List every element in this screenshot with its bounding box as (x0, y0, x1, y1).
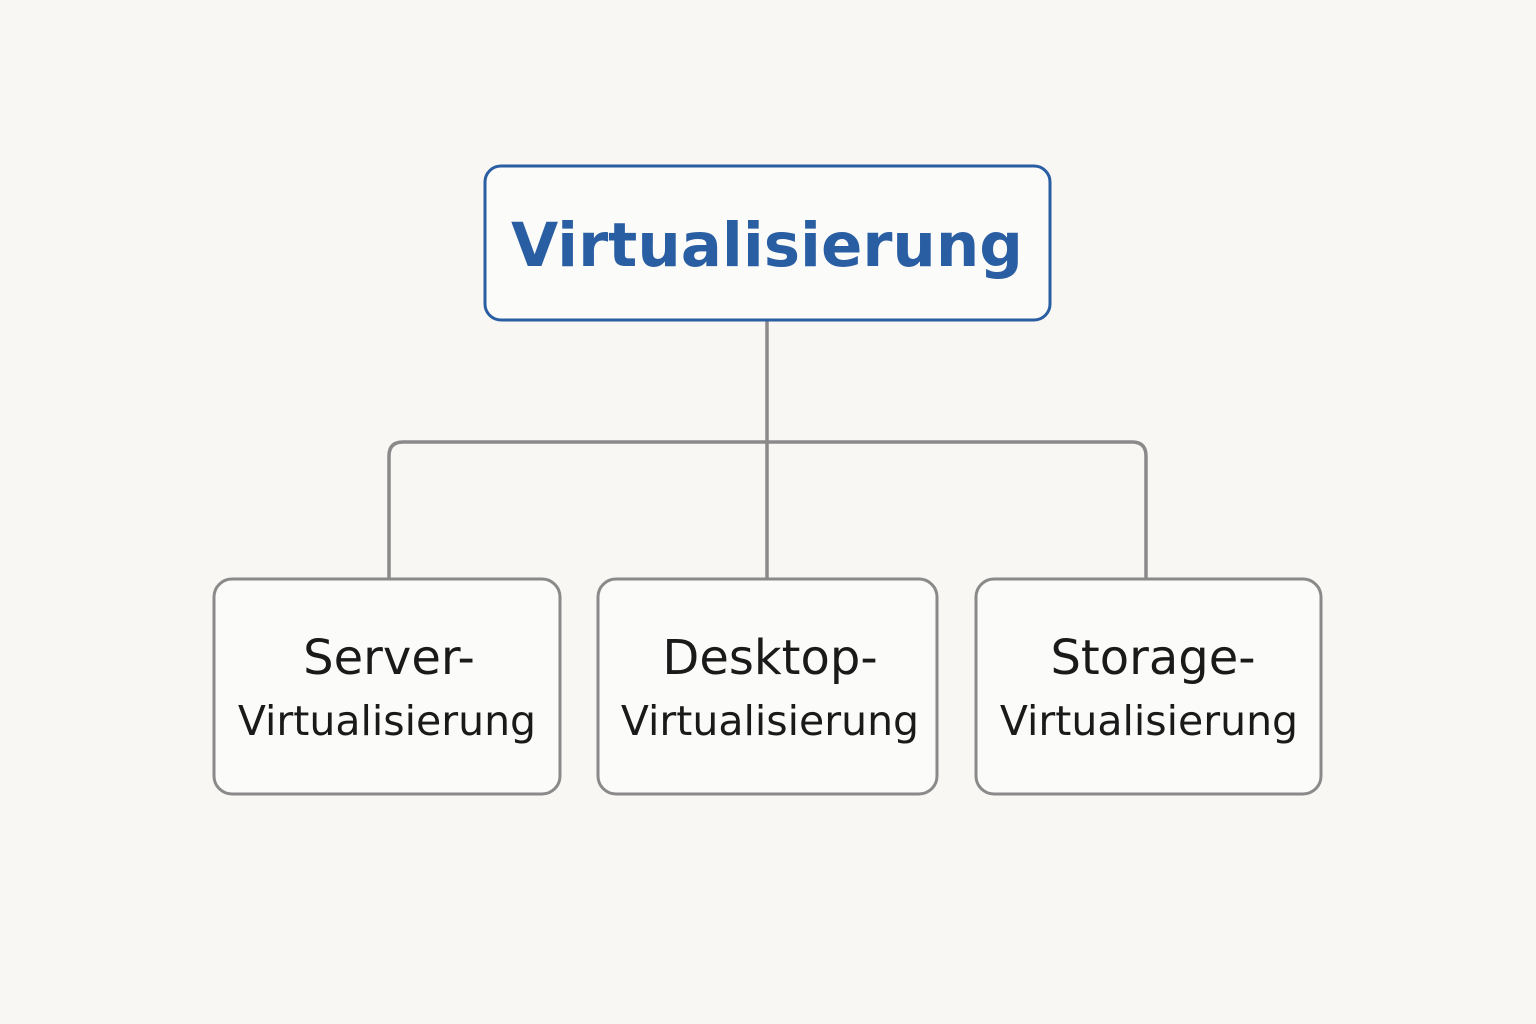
root-node: Virtualisierung (483, 164, 1052, 322)
child-node-title: Desktop- (662, 630, 877, 686)
child-node-desktop: Desktop- Virtualisierung (596, 577, 939, 796)
child-node-subtitle: Virtualisierung (238, 697, 536, 745)
connector-horizontal-bar (387, 440, 1148, 580)
child-node-box (596, 577, 939, 796)
child-node-box (974, 577, 1323, 796)
root-node-label: Virtualisierung (511, 210, 1023, 281)
root-node-box (483, 164, 1052, 322)
child-node-server: Server- Virtualisierung (212, 577, 562, 796)
child-node-title: Server- (303, 630, 475, 686)
connectors (387, 318, 1148, 580)
child-node-title: Storage- (1050, 630, 1255, 686)
child-node-box (212, 577, 562, 796)
child-node-subtitle: Virtualisierung (621, 697, 919, 745)
child-node-subtitle: Virtualisierung (1000, 697, 1298, 745)
child-node-storage: Storage- Virtualisierung (974, 577, 1323, 796)
